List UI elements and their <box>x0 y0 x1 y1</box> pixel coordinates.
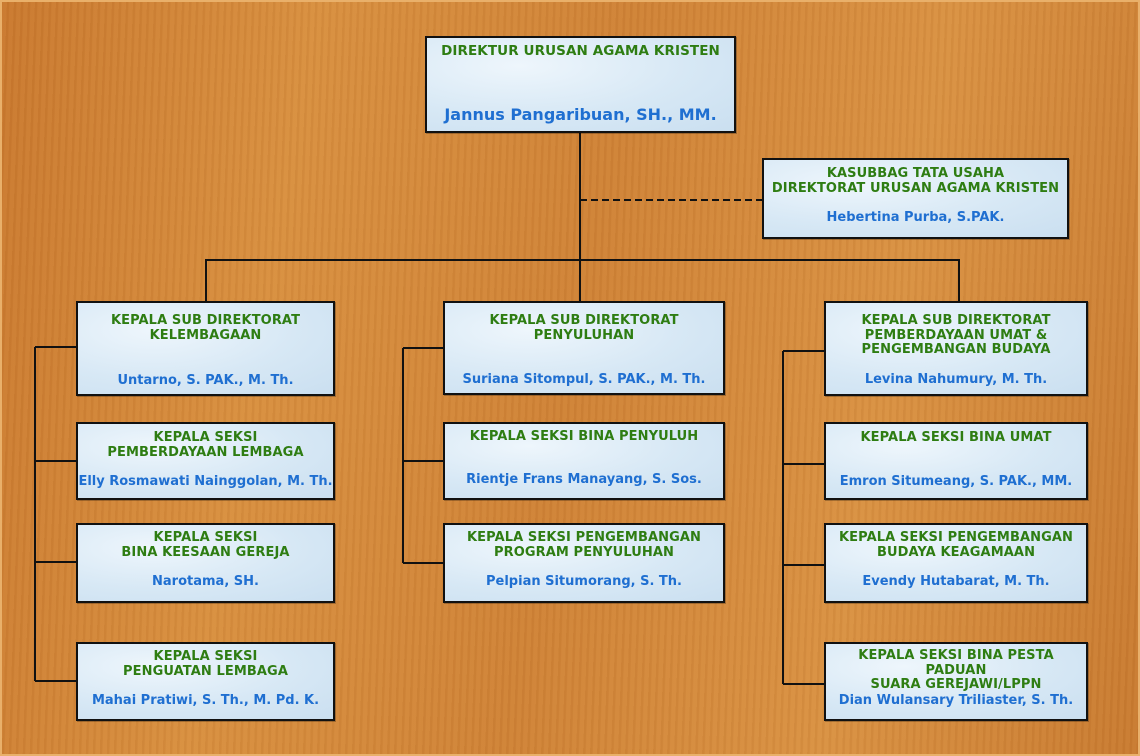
section-name: Narotama, SH. <box>152 574 259 589</box>
section-title: KEPALA SEKSI BINA KEESAAN GEREJA <box>121 530 290 560</box>
section-box: KEPALA SEKSI PENGEMBANGAN BUDAYA KEAGAMA… <box>824 523 1088 603</box>
section-title: KEPALA SEKSI BINA PENYULUH <box>469 429 699 444</box>
subdirectorate-penyuluhan-box: KEPALA SUB DIREKTORAT PENYULUHAN Suriana… <box>443 301 725 395</box>
subdirectorate-title: KEPALA SUB DIREKTORAT KELEMBAGAAN <box>110 313 301 343</box>
section-title: KEPALA SEKSI BINA UMAT <box>860 430 1052 445</box>
subdirectorate-name: Suriana Sitompul, S. PAK., M. Th. <box>462 372 706 387</box>
section-box: KEPALA SEKSI PENGEMBANGAN PROGRAM PENYUL… <box>443 523 725 603</box>
section-name: Rientje Frans Manayang, S. Sos. <box>466 472 702 487</box>
director-name: Jannus Pangaribuan, SH., MM. <box>444 105 717 124</box>
section-title: KEPALA SEKSI PENGUATAN LEMBAGA <box>123 649 288 679</box>
section-box: KEPALA SEKSI BINA PENYULUH Rientje Frans… <box>443 422 725 500</box>
section-name: Pelpian Situmorang, S. Th. <box>486 574 682 589</box>
subdirectorate-name: Untarno, S. PAK., M. Th. <box>117 373 294 388</box>
section-name: Emron Situmeang, S. PAK., MM. <box>839 474 1073 489</box>
admin-name: Hebertina Purba, S.PAK. <box>826 210 1005 225</box>
subdirectorate-title: KEPALA SUB DIREKTORAT PENYULUHAN <box>489 313 679 343</box>
section-title: KEPALA SEKSI PEMBERDAYAAN LEMBAGA <box>107 430 304 460</box>
section-name: Mahai Pratiwi, S. Th., M. Pd. K. <box>91 693 320 708</box>
section-title: KEPALA SEKSI BINA PESTA PADUAN SUARA GER… <box>858 648 1054 692</box>
subdirectorate-name: Levina Nahumury, M. Th. <box>864 372 1048 387</box>
subdirectorate-title: KEPALA SUB DIREKTORAT PEMBERDAYAAN UMAT … <box>861 313 1051 357</box>
subdirectorate-pemberdayaan-box: KEPALA SUB DIREKTORAT PEMBERDAYAAN UMAT … <box>824 301 1088 396</box>
section-box: KEPALA SEKSI BINA KEESAAN GEREJA Narotam… <box>76 523 335 603</box>
section-box: KEPALA SEKSI PEMBERDAYAAN LEMBAGA Elly R… <box>76 422 335 500</box>
section-box: KEPALA SEKSI BINA UMAT Emron Situmeang, … <box>824 422 1088 500</box>
section-name: Evendy Hutabarat, M. Th. <box>862 574 1050 589</box>
section-title: KEPALA SEKSI PENGEMBANGAN BUDAYA KEAGAMA… <box>839 530 1073 560</box>
section-box: KEPALA SEKSI BINA PESTA PADUAN SUARA GER… <box>824 642 1088 721</box>
director-title: DIREKTUR URUSAN AGAMA KRISTEN <box>441 43 720 59</box>
section-name: Dian Wulansary Triliaster, S. Th. <box>838 693 1074 708</box>
section-title: KEPALA SEKSI PENGEMBANGAN PROGRAM PENYUL… <box>467 530 701 560</box>
admin-box: KASUBBAG TATA USAHA DIREKTORAT URUSAN AG… <box>762 158 1069 239</box>
director-box: DIREKTUR URUSAN AGAMA KRISTEN Jannus Pan… <box>425 36 736 133</box>
subdirectorate-kelembagaan-box: KEPALA SUB DIREKTORAT KELEMBAGAAN Untarn… <box>76 301 335 396</box>
section-box: KEPALA SEKSI PENGUATAN LEMBAGA Mahai Pra… <box>76 642 335 721</box>
section-name: Elly Rosmawati Nainggolan, M. Th. <box>78 474 333 489</box>
admin-title: KASUBBAG TATA USAHA DIREKTORAT URUSAN AG… <box>771 166 1060 196</box>
